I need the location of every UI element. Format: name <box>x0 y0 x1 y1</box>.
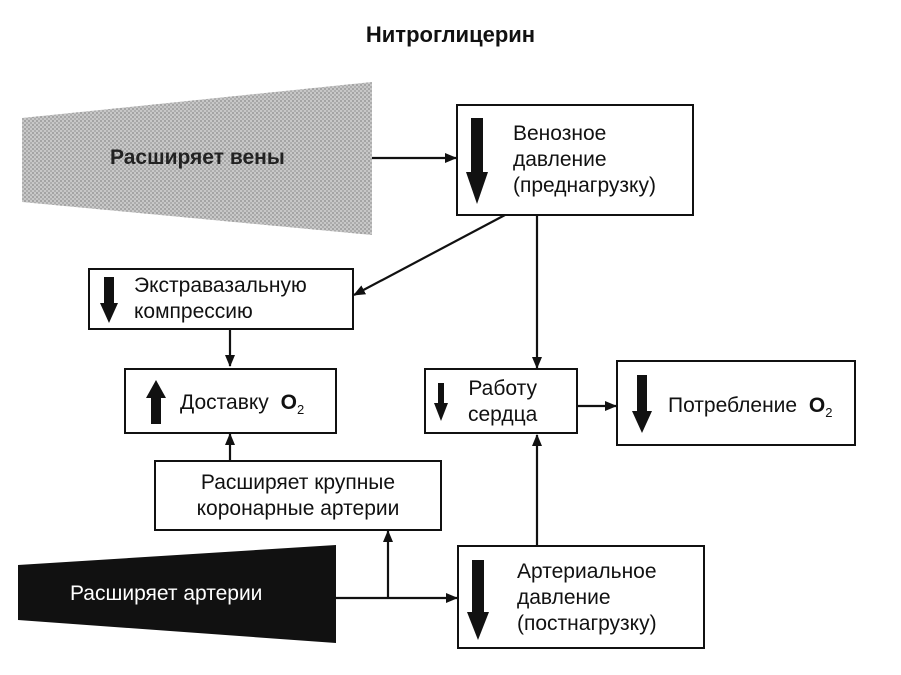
o2-delivery-box: Доставку O2 <box>124 368 337 434</box>
o2-delivery-label: Доставку <box>180 391 269 414</box>
o2-consumption-box: Потребление O2 <box>616 360 856 446</box>
o2-consumption-sub: 2 <box>825 405 833 421</box>
o2-delivery-sub: 2 <box>296 402 305 418</box>
venous-pressure-line2: давление <box>513 148 607 171</box>
coronary-line1: Расширяет крупные <box>200 471 396 494</box>
extravascular-line1: Экстравазальную <box>134 274 307 297</box>
venous-pressure-line1: Венозное <box>513 122 607 145</box>
heart-work-text: Работу сердца <box>468 376 537 428</box>
arterial-pressure-line1: Артериальное <box>517 560 657 583</box>
o2-delivery-text: Доставку O2 <box>180 390 304 423</box>
o2-consumption-text: Потребление O2 <box>668 393 833 426</box>
extravascular-compression-box: Экстравазальную компрессию <box>88 268 354 330</box>
heart-work-line1: Работу <box>468 377 537 400</box>
arrow-up-icon <box>146 380 166 424</box>
diagram-title: Нитроглицерин <box>365 22 536 47</box>
venous-pressure-line3: (преднагрузку) <box>513 174 656 197</box>
o2-delivery-o: O <box>280 391 297 414</box>
arrow-down-icon <box>466 118 488 204</box>
dilates-arteries-label: Расширяет артерии <box>70 582 263 605</box>
venous-pressure-box: Венозное давление (преднагрузку) <box>456 104 694 216</box>
heart-work-box: Работу сердца <box>424 368 578 434</box>
arrow-down-icon <box>434 383 448 421</box>
extravascular-text: Экстравазальную компрессию <box>134 273 307 325</box>
coronary-text: Расширяет крупные коронарные артерии <box>156 470 440 522</box>
dilates-veins-label: Расширяет вены <box>110 146 285 169</box>
extravascular-line2: компрессию <box>134 300 253 323</box>
o2-consumption-label: Потребление <box>668 394 798 417</box>
arterial-pressure-box: Артериальное давление (постнагрузку) <box>457 545 705 649</box>
arrow-down-icon <box>100 277 118 323</box>
arrow-down-icon <box>632 375 652 433</box>
arterial-pressure-line3: (постнагрузку) <box>517 612 657 635</box>
venous-pressure-text: Венозное давление (преднагрузку) <box>513 121 656 199</box>
coronary-line2: коронарные артерии <box>196 497 400 520</box>
arterial-pressure-text: Артериальное давление (постнагрузку) <box>517 559 657 637</box>
arterial-pressure-line2: давление <box>517 586 611 609</box>
o2-consumption-o: O <box>808 394 826 417</box>
arrow-down-icon <box>467 560 489 640</box>
heart-work-line2: сердца <box>468 403 538 426</box>
coronary-arteries-box: Расширяет крупные коронарные артерии <box>154 460 442 531</box>
